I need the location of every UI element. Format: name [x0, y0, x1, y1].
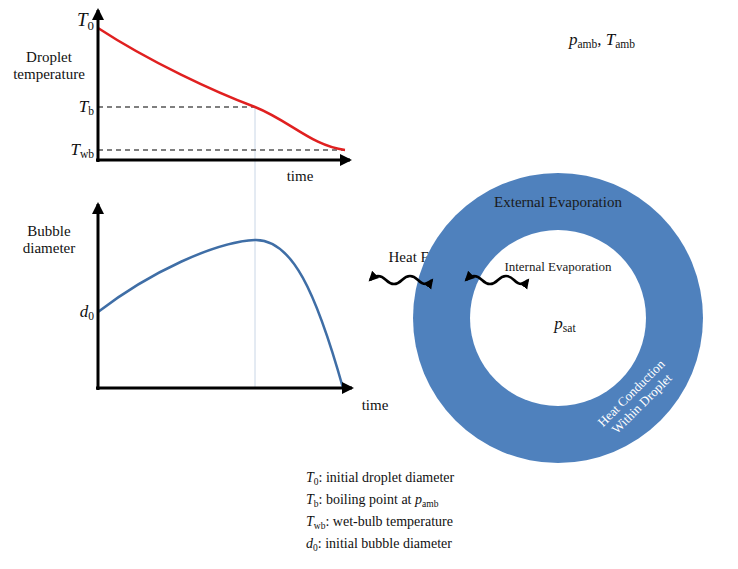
axis-label: pamb, Tamb	[569, 30, 635, 50]
definition-note: Twb: wet-bulb temperature	[306, 514, 453, 530]
temperature-curve	[98, 28, 345, 150]
wetbulb-dash	[98, 149, 345, 150]
definition-note: T0: initial droplet diameter	[306, 470, 454, 486]
x-axis	[96, 159, 350, 162]
droplet-ring: Internal Evaporation psat External Evapora…	[413, 173, 703, 463]
heat-flow-arrow	[466, 276, 528, 284]
axis-label: time	[362, 397, 389, 414]
node-circle	[413, 173, 703, 463]
guide-line	[255, 107, 256, 388]
axis-label: time	[287, 168, 314, 185]
axis-label: Bubble diameter	[3, 223, 95, 258]
region-label: Internal Evaporation	[504, 260, 611, 275]
definition-note: Tb: boiling point at pamb	[306, 492, 438, 508]
definition-note: d0: initial bubble diameter	[306, 536, 452, 552]
x-axis	[96, 387, 352, 390]
boiling-dash	[98, 106, 255, 107]
node-circle	[470, 230, 646, 406]
axis-label: Droplet temperature	[3, 49, 95, 84]
bubble-core: Internal Evaporation psat	[470, 230, 646, 406]
axis-label: d0	[80, 302, 94, 322]
axis-label: Twb	[70, 140, 94, 160]
region-note: psat	[554, 314, 575, 334]
bubble-curve	[98, 240, 343, 388]
axis-label: T0	[77, 9, 94, 31]
axis-label: Tb	[79, 97, 94, 117]
region-label: External Evaporation	[494, 194, 622, 211]
y-axis	[97, 10, 100, 162]
heat-flow-arrow	[370, 276, 432, 284]
y-axis	[97, 204, 100, 390]
